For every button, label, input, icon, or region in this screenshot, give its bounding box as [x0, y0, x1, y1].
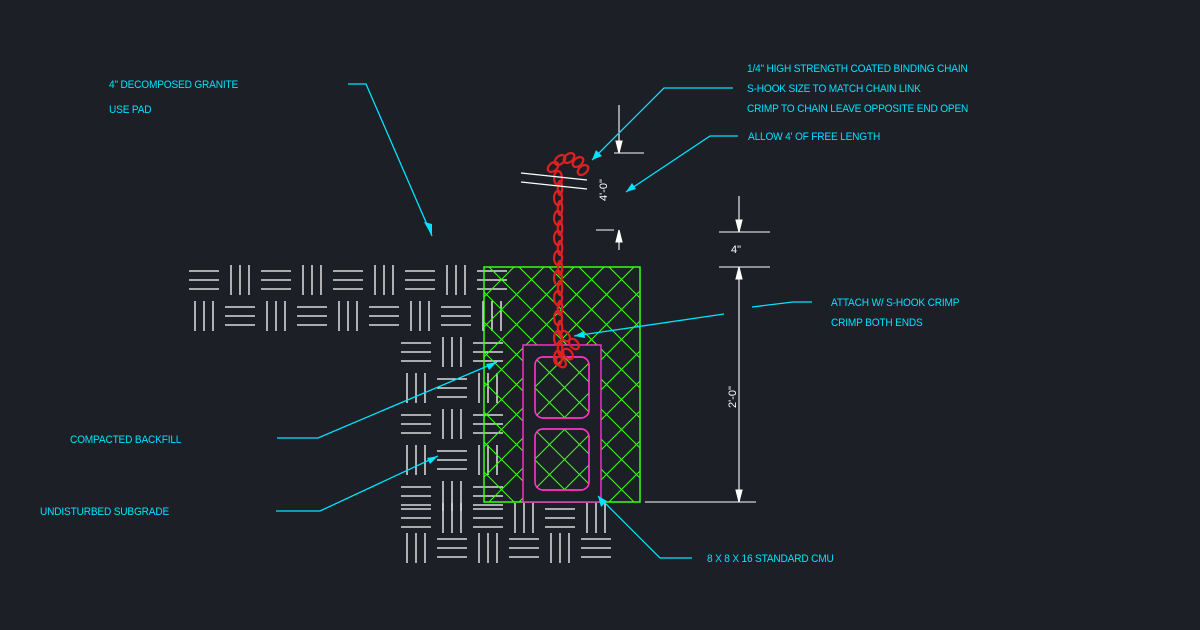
pad-depth-dimension-text: 4" — [731, 244, 742, 256]
chain-link — [561, 347, 575, 361]
earth-hatch-cell — [509, 538, 539, 558]
backfill-label: COMPACTED BACKFILL — [70, 434, 182, 446]
leader-arrowheads — [424, 150, 636, 507]
chain-label-line1: 1/4" HIGH STRENGTH COATED BINDING CHAIN — [747, 63, 968, 75]
granite-label-line2: USE PAD — [109, 104, 152, 116]
earth-hatch-cell — [473, 414, 503, 434]
chain-link — [556, 259, 564, 277]
earth-hatch-cell — [401, 486, 431, 506]
attach-label-line2: CRIMP BOTH ENDS — [831, 317, 923, 329]
earth-hatch-cell — [437, 538, 467, 558]
earth-hatch-cell — [581, 538, 611, 558]
earth-hatch-cell — [225, 306, 255, 326]
earth-hatch-cell — [333, 270, 363, 290]
chain-link — [554, 355, 568, 369]
binding-chain — [546, 151, 590, 369]
free-length-label: ALLOW 4' OF FREE LENGTH — [748, 131, 881, 143]
earth-hatch-cell — [369, 306, 399, 326]
earth-hatch-cell — [406, 533, 426, 563]
chain-link — [556, 239, 564, 257]
earth-hatch-cell — [406, 445, 426, 475]
leader-lines — [276, 83, 812, 559]
chain-link — [556, 299, 564, 317]
earth-hatch-cell — [406, 373, 426, 403]
earth-hatch-cell — [473, 508, 503, 528]
earth-hatch-cell — [230, 265, 250, 295]
earth-hatch-cell — [401, 342, 431, 362]
earth-hatch-cell — [545, 508, 575, 528]
granite-label-line1: 4" DECOMPOSED GRANITE — [109, 79, 239, 91]
chain-length-dimension-text: 4'-0" — [598, 179, 610, 201]
earth-hatch-cell — [478, 445, 498, 475]
earth-hatch-cell — [189, 270, 219, 290]
subgrade-earth-hatch — [189, 265, 611, 563]
earth-hatch-cell — [302, 265, 322, 295]
earth-hatch-cell — [401, 414, 431, 434]
chain-label-line2: S-HOOK SIZE TO MATCH CHAIN LINK — [747, 83, 921, 95]
earth-hatch-cell — [410, 301, 430, 331]
earth-hatch-cell — [194, 301, 214, 331]
chain-link — [546, 160, 560, 174]
chain-link — [571, 155, 585, 169]
earth-hatch-cell — [261, 270, 291, 290]
block-depth-dimension-text: 2'-0" — [727, 386, 739, 408]
earth-hatch-cell — [478, 533, 498, 563]
chain-link — [556, 279, 564, 297]
earth-hatch-cell — [478, 373, 498, 403]
earth-hatch-cell — [473, 486, 503, 506]
chain-link — [562, 151, 576, 165]
earth-hatch-cell — [374, 265, 394, 295]
chain-link — [576, 163, 590, 177]
earth-hatch-cell — [266, 301, 286, 331]
chain-link — [556, 199, 564, 217]
chain-link — [556, 219, 564, 237]
attach-label-line1: ATTACH W/ S-HOOK CRIMP — [831, 297, 960, 309]
chain-length-dimension — [596, 105, 644, 250]
cmu-label: 8 X 8 X 16 STANDARD CMU — [707, 553, 834, 565]
earth-hatch-cell — [550, 533, 570, 563]
chain-link — [556, 179, 564, 197]
earth-hatch-cell — [338, 301, 358, 331]
earth-hatch-cell — [437, 378, 467, 398]
chain-link — [567, 337, 581, 351]
earth-hatch-cell — [514, 503, 534, 533]
chain-link — [556, 339, 564, 357]
earth-hatch-cell — [442, 337, 462, 367]
earth-hatch-cell — [442, 503, 462, 533]
earth-hatch-cell — [482, 301, 502, 331]
earth-hatch-cell — [401, 508, 431, 528]
depth-dimensions — [645, 196, 770, 503]
earth-hatch-cell — [441, 306, 471, 326]
chain-label-line3: CRIMP TO CHAIN LEAVE OPPOSITE END OPEN — [747, 103, 969, 115]
earth-hatch-cell — [586, 503, 606, 533]
earth-hatch-cell — [297, 306, 327, 326]
break-lines — [520, 172, 588, 190]
earth-hatch-cell — [442, 409, 462, 439]
subgrade-label: UNDISTURBED SUBGRADE — [40, 506, 170, 518]
earth-hatch-cell — [437, 450, 467, 470]
earth-hatch-cell — [405, 270, 435, 290]
earth-hatch-cell — [473, 342, 503, 362]
earth-hatch-cell — [446, 265, 466, 295]
